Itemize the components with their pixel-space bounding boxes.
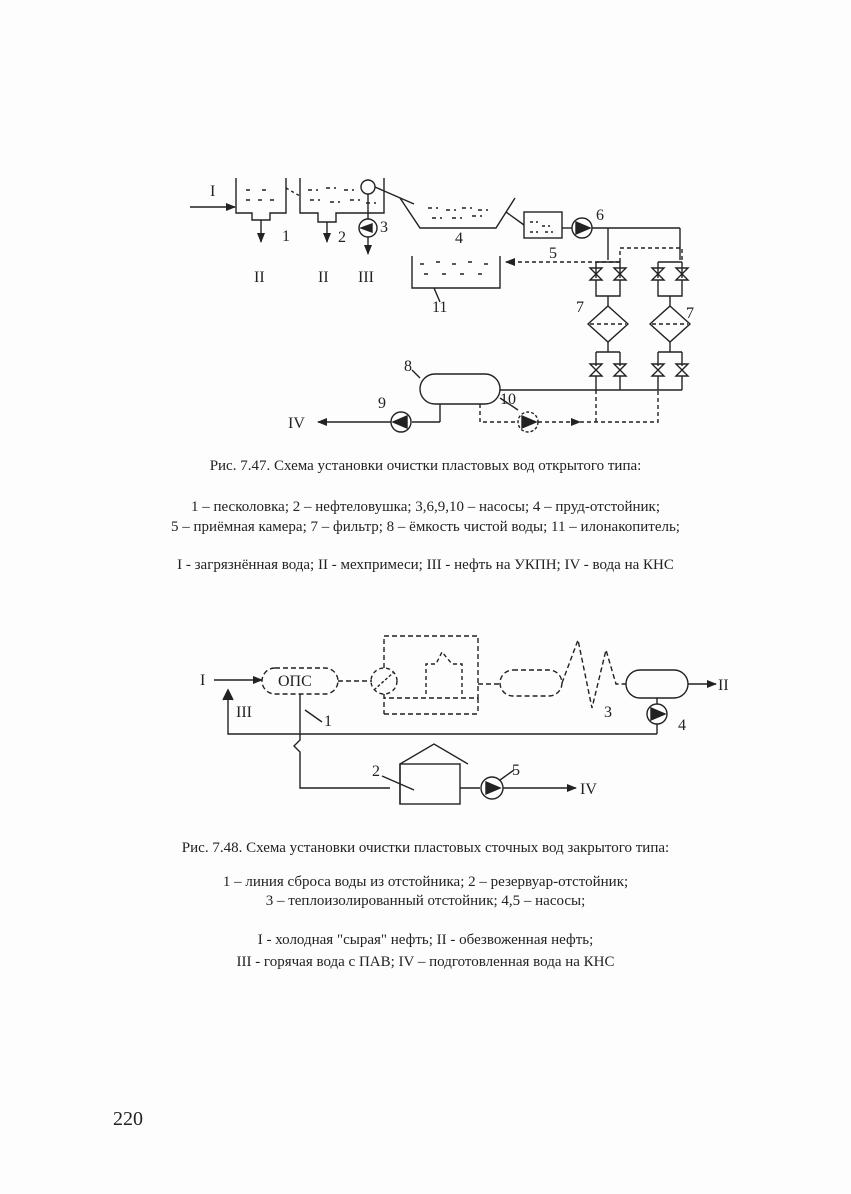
fig2-ops-label: ОПС xyxy=(278,673,312,690)
figure-7-48-diagram: I ОПС III 1 2 3 4 5 II IV xyxy=(200,635,729,805)
fig2-label-1: 1 xyxy=(324,713,332,730)
figure-7-47-streams: I - загрязнённая вода; II - мехпримеси; … xyxy=(177,557,674,573)
fig2-stream-III: III xyxy=(236,704,252,721)
fig2-label-4: 4 xyxy=(678,717,686,734)
figure-7-48-caption: Рис. 7.48. Схема установки очистки пласт… xyxy=(181,840,670,856)
fig1-label-5: 5 xyxy=(549,245,557,262)
fig1-label-7a: 7 xyxy=(576,299,584,316)
fig2-stream-II: II xyxy=(718,677,729,694)
fig1-label-3: 3 xyxy=(380,219,388,236)
figure-7-47-legend-1: 1 – песколовка; 2 – нефтеловушка; 3,6,9,… xyxy=(190,499,660,515)
figure-7-48-streams-1: I - холодная "сырая" нефть; II - обезвож… xyxy=(257,932,594,948)
fig1-label-9: 9 xyxy=(378,395,386,412)
figure-7-48-legend-1: 1 – линия сброса воды из отстойника; 2 –… xyxy=(222,874,629,890)
fig2-label-3: 3 xyxy=(604,704,612,721)
figure-7-48-legend-2: 3 – теплоизолированный отстойник; 4,5 – … xyxy=(265,893,586,909)
fig1-label-11: 11 xyxy=(432,299,447,316)
fig1-label-6: 6 xyxy=(596,207,604,224)
fig1-label-4: 4 xyxy=(455,230,463,247)
fig2-label-5: 5 xyxy=(512,762,520,779)
fig1-stream-I: I xyxy=(210,183,215,200)
fig1-stream-III: III xyxy=(358,269,374,286)
figure-7-47-legend-2: 5 – приёмная камера; 7 – фильтр; 8 – ёмк… xyxy=(171,519,680,535)
fig1-label-7b: 7 xyxy=(686,305,694,322)
fig1-stream-II-b: II xyxy=(318,269,329,286)
fig1-label-1: 1 xyxy=(282,228,290,245)
page-number: 220 xyxy=(113,1108,143,1130)
fig1-label-10: 10 xyxy=(500,391,516,408)
figure-7-47-diagram: I 1 2 3 4 5 6 7 7 8 9 10 11 II II III IV xyxy=(190,178,694,433)
fig1-label-2: 2 xyxy=(338,229,346,246)
fig2-stream-I: I xyxy=(200,672,205,689)
figure-7-47-caption: Рис. 7.47. Схема установки очистки пласт… xyxy=(209,458,642,474)
fig2-stream-IV: IV xyxy=(580,781,597,798)
fig1-stream-IV: IV xyxy=(288,415,305,432)
figure-7-48-streams-2: III - горячая вода с ПАВ; IV – подготовл… xyxy=(236,954,615,970)
fig1-label-8: 8 xyxy=(404,358,412,375)
fig1-stream-II-a: II xyxy=(254,269,265,286)
fig2-label-2: 2 xyxy=(372,763,380,780)
